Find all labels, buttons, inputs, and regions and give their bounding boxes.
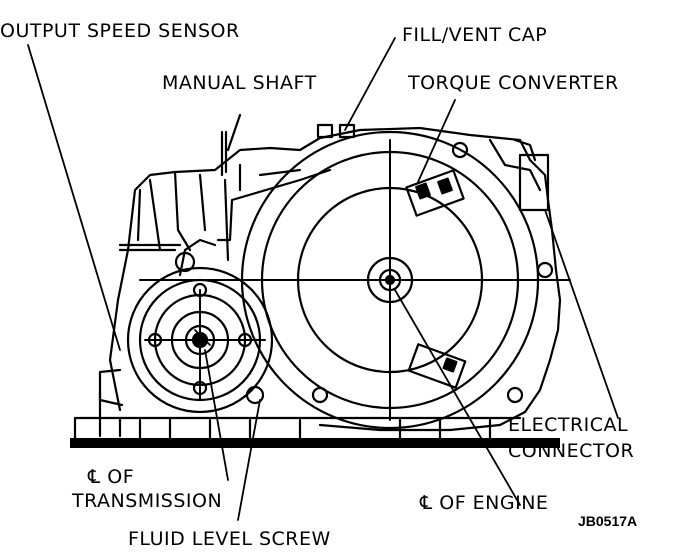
centerlines xyxy=(139,139,571,421)
figure-code: JB0517A xyxy=(578,513,638,529)
leader-output-speed-sensor xyxy=(27,44,121,351)
oil-pan xyxy=(70,390,560,448)
label-torque-converter: TORQUE CONVERTER xyxy=(408,72,619,94)
label-manual-shaft: MANUAL SHAFT xyxy=(162,72,317,94)
label-cl-transmission-line2: TRANSMISSION xyxy=(72,490,223,512)
leader-fluid-level-screw xyxy=(237,399,261,521)
transmission-case xyxy=(98,126,562,432)
label-fluid-level-screw: FLUID LEVEL SCREW xyxy=(128,528,331,550)
leader-cl-transmission xyxy=(204,349,229,481)
leader-fill-vent-cap xyxy=(344,37,396,131)
leader-lines xyxy=(27,37,619,521)
manual-shaft xyxy=(118,113,332,252)
leader-torque-converter xyxy=(417,99,456,183)
label-cl-transmission-line1: ℄ OF xyxy=(88,466,135,488)
label-electrical-connector-line1: ELECTRICAL xyxy=(508,414,629,436)
label-electrical-connector-line2: CONNECTOR xyxy=(508,440,635,462)
label-output-speed-sensor: OUTPUT SPEED SENSOR xyxy=(0,20,240,42)
leader-cl-engine xyxy=(394,289,521,506)
leader-electrical-connector xyxy=(544,209,619,419)
label-fill-vent-cap: FILL/VENT CAP xyxy=(402,24,548,46)
label-cl-engine: ℄ OF ENGINE xyxy=(420,492,549,514)
